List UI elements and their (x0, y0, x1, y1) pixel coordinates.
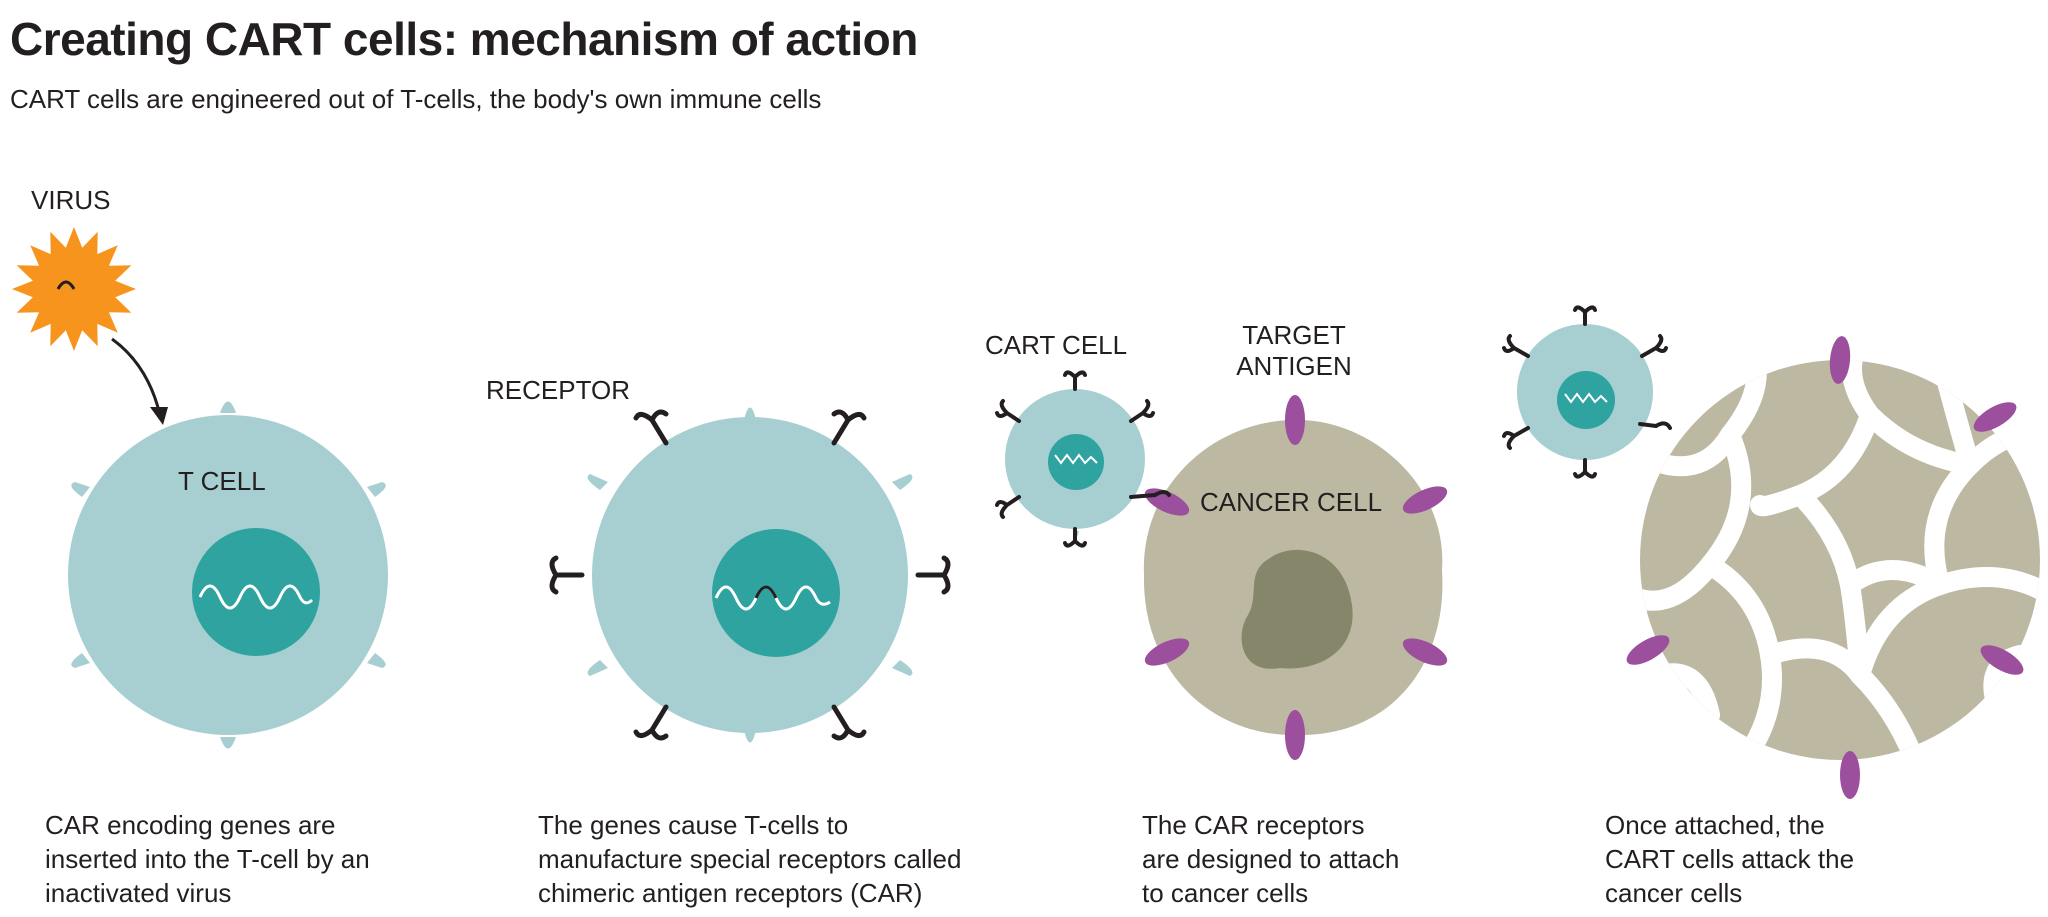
nucleus-icon (1048, 434, 1104, 490)
target-antigen-icon (1840, 751, 1860, 799)
page-subtitle: CART cells are engineered out of T-cells… (10, 84, 822, 114)
caption-step-2: The genes cause T-cells to manufacture s… (538, 810, 962, 908)
dna-strand-icon (198, 584, 314, 610)
car-receptor-icon (995, 370, 1171, 548)
target-antigen-icon (1402, 486, 1448, 514)
virus-icon (12, 227, 136, 351)
t-cell-bump-icon (367, 482, 386, 497)
target-antigen-icon (1285, 395, 1305, 445)
virus-label: VIRUS (31, 185, 111, 215)
target-antigen-icon (1626, 635, 1670, 665)
cancer-nucleus-icon (1241, 549, 1353, 669)
car-receptor-icon (1502, 305, 1672, 479)
t-cell-bump-icon (367, 653, 386, 668)
caption-step-4: Once attached, the CART cells attack the… (1605, 810, 1855, 908)
page-title: Creating CART cells: mechanism of action (10, 13, 918, 65)
insertion-arrow-icon (111, 337, 168, 425)
target-antigen-icon (1144, 638, 1190, 666)
target-antigen-icon (1285, 710, 1305, 760)
target-antigen-icon (1829, 336, 1851, 384)
car-receptor-icon (549, 409, 951, 741)
dna-strand-icon (1564, 392, 1608, 404)
t-cell-bump-icon (220, 737, 236, 749)
t-cell-with-receptors (549, 407, 951, 743)
t-cell (68, 401, 388, 749)
t-cell-bump-icon (71, 482, 90, 497)
cart-cell-attacking (1502, 305, 1672, 479)
target-antigen-icon (1402, 638, 1448, 666)
destroyed-cancer-cell (1626, 336, 2040, 799)
target-antigen-label: TARGET ANTIGEN (1228, 320, 1360, 382)
target-antigen-line2: ANTIGEN (1236, 351, 1352, 381)
t-cell-label: T CELL (178, 466, 266, 496)
t-cell-bump-icon (220, 401, 236, 413)
t-cell-bump-icon (71, 653, 90, 668)
caption-step-3: The CAR receptors are designed to attach… (1142, 810, 1400, 908)
target-antigen-icon (1980, 645, 2024, 675)
target-antigen-icon (1973, 402, 2017, 432)
cart-cell-attaching (995, 370, 1171, 548)
cart-cell-label: CART CELL (985, 330, 1128, 360)
caption-step-1: CAR encoding genes are inserted into the… (45, 810, 370, 908)
dna-strand-icon (1054, 453, 1098, 465)
nucleus-icon (1557, 371, 1615, 429)
cancer-cell (1143, 395, 1448, 760)
cancer-cell-label: CANCER CELL (1200, 487, 1383, 517)
nucleus-icon (712, 529, 840, 657)
target-antigen-line1: TARGET (1242, 320, 1346, 350)
receptor-label: RECEPTOR (486, 375, 630, 405)
